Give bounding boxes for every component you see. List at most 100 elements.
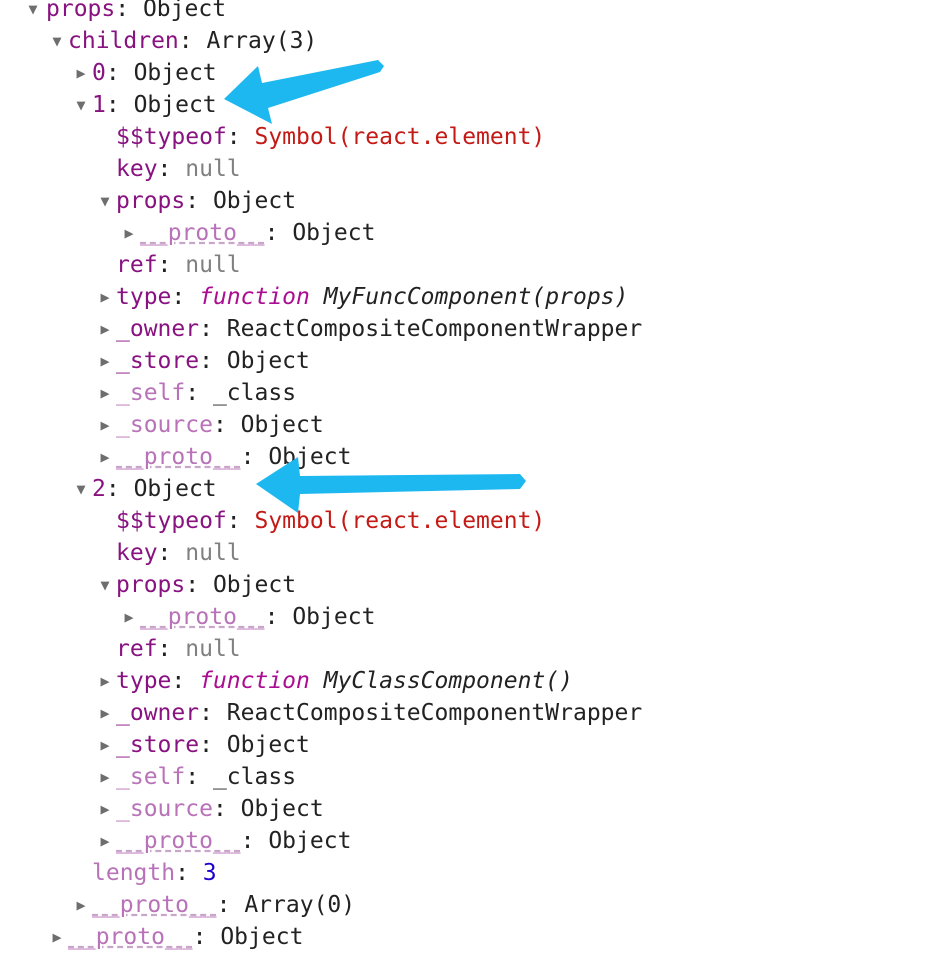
property-key: props	[116, 572, 186, 598]
triangle-right-icon[interactable]: ▶	[100, 736, 110, 754]
tree-row[interactable]: ▶type: function MyFuncComponent(props)	[0, 281, 930, 313]
key-separator: :	[199, 732, 227, 758]
tree-row-content: _source: Object	[116, 409, 324, 441]
tree-row[interactable]: ▶__proto__: Object	[0, 825, 930, 857]
key-separator: :	[226, 124, 255, 150]
property-key: length	[92, 860, 176, 886]
property-value: Object	[133, 60, 217, 86]
tree-row-content: type: function MyClassComponent()	[116, 665, 573, 697]
tree-row[interactable]: ▶ _store: Object	[0, 345, 930, 377]
property-value: Object	[268, 828, 352, 854]
triangle-down-icon[interactable]: ▼	[100, 576, 110, 594]
property-key: children	[68, 28, 179, 54]
tree-row: ref: null	[0, 633, 930, 665]
property-value: null	[185, 252, 241, 278]
tree-row-content: props: Object	[46, 0, 226, 25]
triangle-right-icon[interactable]: ▶	[100, 832, 110, 850]
property-key: ref	[116, 636, 158, 662]
tree-row[interactable]: ▶__proto__: Object	[0, 441, 930, 473]
property-value: null	[185, 540, 241, 566]
tree-row[interactable]: ▶ _store: Object	[0, 729, 930, 761]
tree-row[interactable]: ▶ type: function MyClassComponent()	[0, 665, 930, 697]
property-value: MyClassComponent()	[323, 668, 573, 694]
key-separator: :	[105, 476, 134, 502]
property-value: Object	[212, 572, 297, 598]
triangle-right-icon[interactable]: ▶	[124, 224, 134, 242]
triangle-right-icon[interactable]: ▶	[100, 768, 110, 786]
property-key: _owner	[116, 700, 200, 726]
triangle-right-icon[interactable]: ▶	[100, 672, 110, 690]
key-separator: :	[175, 860, 203, 886]
triangle-right-icon[interactable]: ▶	[100, 416, 110, 434]
tree-row: key: null	[0, 153, 930, 185]
tree-row-content: ref: null	[116, 633, 241, 665]
triangle-right-icon[interactable]: ▶	[52, 928, 62, 946]
triangle-right-icon[interactable]: ▶	[100, 288, 110, 306]
key-separator: :	[226, 508, 255, 534]
tree-row[interactable]: ▼ props: Object	[0, 569, 930, 601]
tree-row-content: ref: null	[116, 249, 241, 281]
property-value: _class	[212, 380, 297, 406]
key-separator: :	[240, 828, 269, 854]
triangle-right-icon[interactable]: ▶	[124, 608, 134, 626]
tree-row-content: key: null	[116, 537, 241, 569]
tree-row-content: props: Object	[116, 569, 296, 601]
tree-row[interactable]: ▶__proto__: Array(0)	[0, 889, 930, 921]
tree-row: ref: null	[0, 249, 930, 281]
triangle-right-icon[interactable]: ▶	[100, 320, 110, 338]
triangle-right-icon[interactable]: ▶	[100, 704, 110, 722]
tree-row-content: length: 3	[92, 857, 217, 889]
tree-row-content: _store: Object	[116, 729, 310, 761]
key-separator: :	[199, 348, 227, 374]
triangle-down-icon[interactable]: ▼	[76, 480, 86, 498]
property-key: __proto__	[140, 220, 265, 246]
key-separator: :	[216, 892, 245, 918]
property-value: 3	[202, 860, 217, 886]
tree-row[interactable]: ▶ _source: Object	[0, 409, 930, 441]
triangle-down-icon[interactable]: ▼	[28, 0, 38, 18]
tree-row[interactable]: ▶_owner: ReactCompositeComponentWrapper	[0, 697, 930, 729]
tree-row[interactable]: ▼props: Object	[0, 185, 930, 217]
tree-row[interactable]: ▶__proto__: Object	[0, 921, 930, 953]
tree-row[interactable]: ▶__proto__: Object	[0, 601, 930, 633]
triangle-right-icon[interactable]: ▶	[76, 896, 86, 914]
tree-row[interactable]: ▼children: Array(3)	[0, 25, 930, 57]
tree-row[interactable]: ▶_self: _class	[0, 761, 930, 793]
key-separator: :	[199, 700, 227, 726]
property-value: Object	[142, 0, 227, 22]
property-key: _self	[116, 380, 186, 406]
property-value: Object	[133, 476, 217, 502]
property-value: Object	[220, 924, 304, 950]
property-value: Array(3)	[206, 28, 318, 54]
property-value: Object	[226, 732, 310, 758]
triangle-down-icon[interactable]: ▼	[52, 32, 62, 50]
tree-row-content: _owner: ReactCompositeComponentWrapper	[116, 313, 642, 345]
tree-row[interactable]: ▼ 2: Object	[0, 473, 930, 505]
property-key: key	[116, 540, 158, 566]
triangle-down-icon[interactable]: ▼	[100, 192, 110, 210]
triangle-right-icon[interactable]: ▶	[100, 352, 110, 370]
tree-row[interactable]: ▶__proto__: Object	[0, 217, 930, 249]
tree-row[interactable]: ▼1: Object	[0, 89, 930, 121]
triangle-right-icon[interactable]: ▶	[100, 800, 110, 818]
key-separator: :	[171, 668, 200, 694]
key-separator: :	[105, 92, 134, 118]
property-key: type	[116, 284, 172, 310]
key-separator: :	[157, 252, 186, 278]
tree-row[interactable]: ▼ props: Object	[0, 0, 930, 25]
tree-row[interactable]: ▶0: Object	[0, 57, 930, 89]
key-separator: :	[105, 60, 134, 86]
tree-row-content: _store: Object	[116, 345, 310, 377]
tree-row-content: 2: Object	[92, 473, 217, 505]
property-value: Object	[240, 412, 324, 438]
key-separator: :	[185, 188, 213, 214]
triangle-right-icon[interactable]: ▶	[100, 448, 110, 466]
tree-row[interactable]: ▶_self: _class	[0, 377, 930, 409]
key-separator: :	[212, 412, 241, 438]
tree-row[interactable]: ▶ _owner: ReactCompositeComponentWrapper	[0, 313, 930, 345]
triangle-down-icon[interactable]: ▼	[76, 96, 86, 114]
tree-row[interactable]: ▶_source: Object	[0, 793, 930, 825]
property-key: 2	[92, 476, 106, 502]
triangle-right-icon[interactable]: ▶	[100, 384, 110, 402]
triangle-right-icon[interactable]: ▶	[76, 64, 86, 82]
